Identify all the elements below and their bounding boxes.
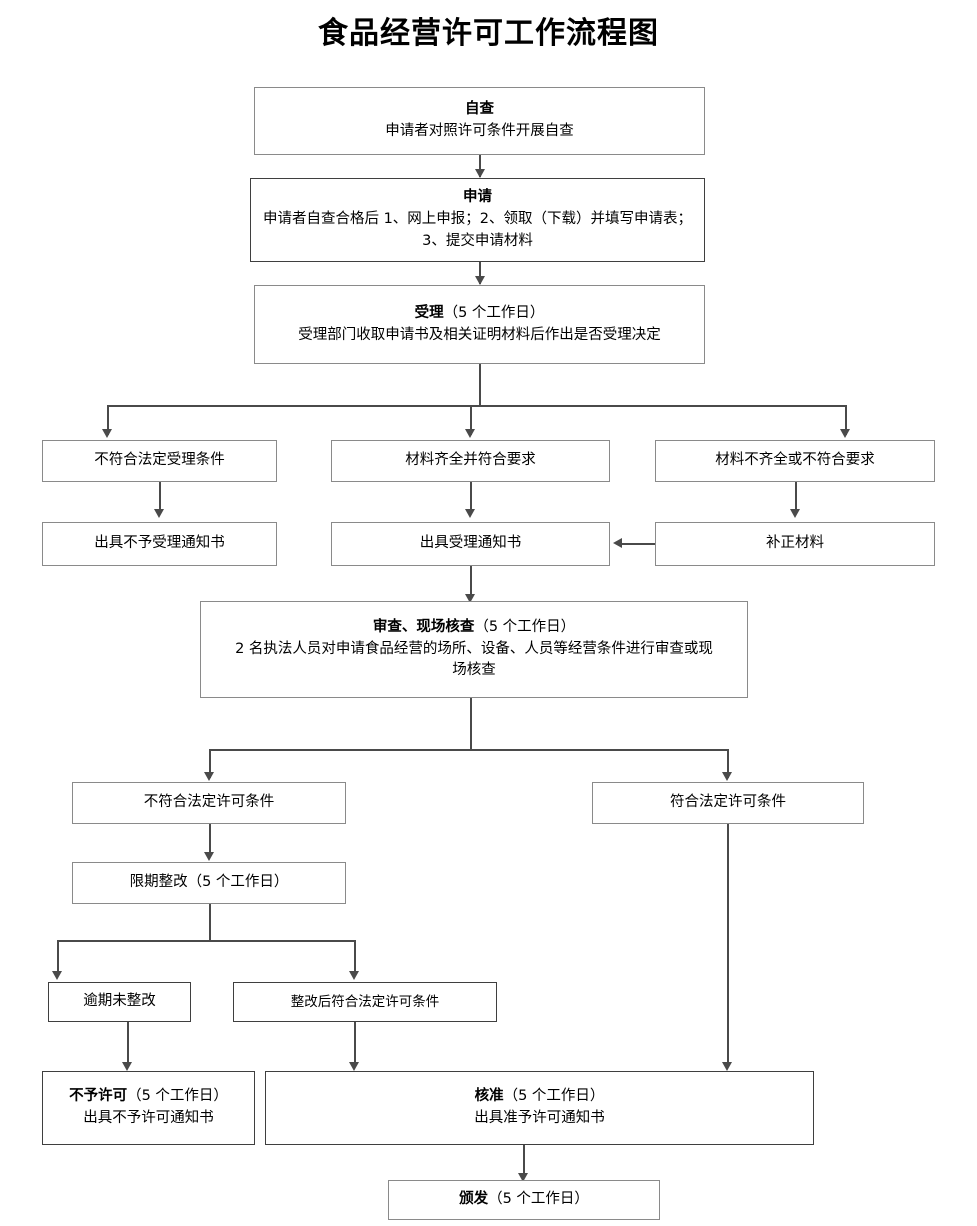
node-materials-incomplete: 材料不齐全或不符合要求 [655,440,935,482]
connector-review-left-drop [209,749,211,778]
node-rectify-deadline: 限期整改（5 个工作日） [72,862,346,904]
node-meet-license: 符合法定许可条件 [592,782,864,824]
connector-acceptance-mid-drop [470,405,472,435]
arrow-application-acceptance [474,276,485,285]
connector-supplement-to-acceptnotice [622,543,655,545]
node-approve-license-heading: 核准（5 个工作日） [475,1086,605,1108]
connector-review-bus [209,749,728,751]
node-meet-license-label: 符合法定许可条件 [670,794,786,811]
connector-rectified-to-approve [354,1022,356,1067]
arrow-rectify-left [52,971,62,980]
node-rectified-meet-license: 整改后符合法定许可条件 [233,982,497,1022]
node-not-meet-license-label: 不符合法定许可条件 [143,794,275,811]
node-rectify-deadline-label: 限期整改（5 个工作日） [129,874,289,891]
arrow-complete-to-acceptnotice [465,509,475,518]
node-review-onsite-body: 2 名执法人员对申请食品经营的场所、设备、人员等经营条件进行审查或现场核查 [235,640,713,679]
node-refuse-license-heading: 不予许可（5 个工作日） [69,1086,228,1108]
connector-selfcheck-application [479,155,481,177]
connector-acceptnotice-to-review [470,566,472,599]
connector-rectify-right-drop [354,940,356,976]
arrow-incomplete-to-supplement [790,509,800,518]
node-self-check-heading: 自查 [465,101,494,118]
connector-acceptance-stem [479,364,481,406]
node-refuse-license-body: 出具不予许可通知书 [83,1110,214,1126]
connector-notmeet-to-refusenotice [159,482,161,514]
node-review-onsite-heading-text: 审查、现场核查 [372,618,475,635]
connector-review-stem [470,698,472,750]
arrow-approve-to-issue [518,1173,528,1182]
arrow-acceptance-right [840,429,850,438]
connector-overdue-to-refuse [127,1022,129,1067]
connector-notmeetlicense-to-rectify [209,824,211,857]
node-refuse-license: 不予许可（5 个工作日） 出具不予许可通知书 [42,1071,255,1145]
connector-meetlicense-to-approve [727,824,729,1067]
node-overdue-no-rectify-label: 逾期未整改 [83,993,156,1010]
node-materials-complete-label: 材料齐全并符合要求 [405,452,536,469]
node-issue-accept-notice-label: 出具受理通知书 [419,535,522,552]
node-self-check-body: 申请者对照许可条件开展自查 [385,123,574,139]
node-materials-complete: 材料齐全并符合要求 [331,440,610,482]
connector-acceptance-right-drop [845,405,847,435]
connector-complete-to-acceptnotice [470,482,472,514]
node-not-meet-accept-label: 不符合法定受理条件 [94,452,225,469]
node-issue-accept-notice: 出具受理通知书 [331,522,610,566]
arrow-rectified-to-approve [349,1062,359,1071]
node-application: 申请 申请者自查合格后 1、网上申报；2、领取（下载）并填写申请表；3、提交申请… [250,178,705,262]
node-issue-certificate-heading-text: 颁发 [459,1191,489,1208]
node-refuse-license-heading-text: 不予许可 [69,1088,128,1105]
node-issue-certificate-heading-note: （5 个工作日） [488,1191,589,1208]
connector-incomplete-to-supplement [795,482,797,514]
node-issue-refuse-accept-notice: 出具不予受理通知书 [42,522,277,566]
node-rectified-meet-license-label: 整改后符合法定许可条件 [290,993,440,1010]
node-refuse-license-heading-note: （5 个工作日） [127,1088,228,1105]
node-review-onsite: 审查、现场核查（5 个工作日） 2 名执法人员对申请食品经营的场所、设备、人员等… [200,601,748,698]
connector-approve-to-issue [523,1145,525,1178]
arrow-notmeet-to-refusenotice [154,509,164,518]
node-application-heading: 申请 [463,189,492,206]
node-acceptance: 受理（5 个工作日） 受理部门收取申请书及相关证明材料后作出是否受理决定 [254,285,705,364]
node-issue-certificate: 颁发（5 个工作日） [388,1180,660,1220]
node-application-body: 申请者自查合格后 1、网上申报；2、领取（下载）并填写申请表；3、提交申请材料 [262,211,693,249]
node-not-meet-license: 不符合法定许可条件 [72,782,346,824]
node-approve-license-body: 出具准予许可通知书 [474,1110,605,1126]
node-acceptance-heading: 受理（5 个工作日） [415,303,545,325]
connector-rectify-stem [209,904,211,941]
node-issue-refuse-accept-notice-label: 出具不予受理通知书 [94,535,225,552]
node-acceptance-heading-text: 受理 [414,304,444,321]
node-approve-license-heading-note: （5 个工作日） [503,1088,605,1105]
node-approve-license-heading-text: 核准 [474,1088,504,1105]
connector-acceptance-left-drop [107,405,109,435]
node-review-onsite-heading: 审查、现场核查（5 个工作日） [373,617,575,639]
arrow-supplement-to-acceptnotice [613,537,622,548]
connector-review-right-drop [727,749,729,778]
arrow-meetlicense-to-approve [722,1062,732,1071]
arrow-acceptance-mid [465,429,475,438]
node-acceptance-heading-note: （5 个工作日） [443,304,545,321]
node-not-meet-accept: 不符合法定受理条件 [42,440,277,482]
arrow-acceptnotice-to-review [465,594,475,603]
node-supplement-materials-label: 补正材料 [766,535,824,552]
arrow-acceptance-left [102,429,112,438]
arrow-overdue-to-refuse [122,1062,132,1071]
node-supplement-materials: 补正材料 [655,522,935,566]
node-acceptance-body: 受理部门收取申请书及相关证明材料后作出是否受理决定 [298,326,661,343]
arrow-notmeetlicense-to-rectify [204,852,214,861]
connector-rectify-left-drop [57,940,59,976]
node-approve-license: 核准（5 个工作日） 出具准予许可通知书 [265,1071,814,1145]
connector-application-acceptance [479,262,481,284]
node-self-check: 自查 申请者对照许可条件开展自查 [254,87,705,155]
node-overdue-no-rectify: 逾期未整改 [48,982,191,1022]
node-issue-certificate-heading: 颁发（5 个工作日） [459,1189,589,1211]
node-materials-incomplete-label: 材料不齐全或不符合要求 [715,452,875,469]
connector-rectify-bus [57,940,355,942]
connector-acceptance-bus [107,405,846,407]
page-title: 食品经营许可工作流程图 [318,16,659,51]
arrow-review-left [204,772,214,781]
arrow-rectify-right [349,971,359,980]
arrow-review-right [722,772,732,781]
arrow-selfcheck-application [474,169,485,178]
node-review-onsite-heading-note: （5 个工作日） [474,618,576,635]
